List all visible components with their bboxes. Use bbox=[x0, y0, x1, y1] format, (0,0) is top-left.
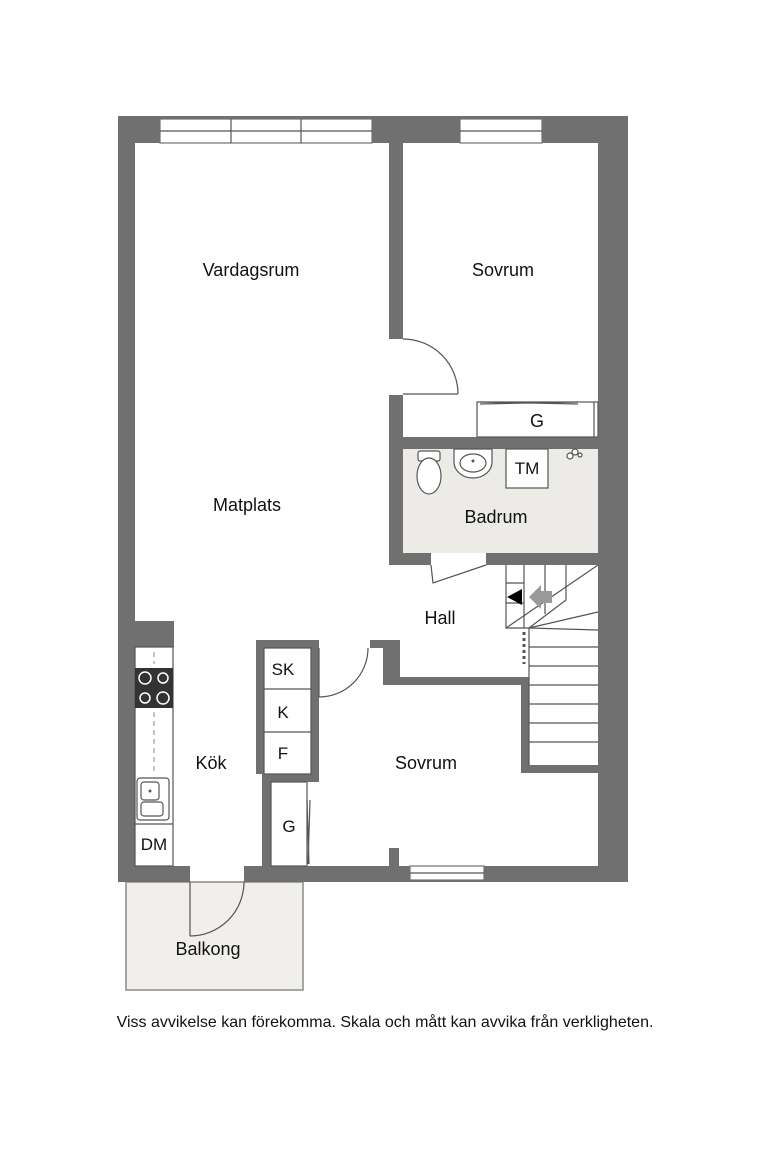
disclaimer-text: Viss avvikelse kan förekomma. Skala och … bbox=[116, 1014, 654, 1031]
dm-label: DM bbox=[141, 835, 167, 854]
stair-direction-arrow-icon bbox=[507, 585, 552, 609]
staircase bbox=[505, 564, 599, 765]
wardrobe-top bbox=[476, 401, 599, 438]
sovrum-bottom-label: Sovrum bbox=[395, 753, 457, 773]
kitchen-sink-icon bbox=[136, 777, 170, 821]
sovrum-top-label: Sovrum bbox=[472, 260, 534, 280]
floor-plan: Vardagsrum Sovrum G TM Badrum Matplats H… bbox=[118, 116, 628, 991]
interior-walls bbox=[135, 143, 598, 866]
balcony-floor bbox=[125, 881, 304, 991]
windows bbox=[159, 118, 543, 881]
k-label: K bbox=[277, 703, 289, 722]
stove-icon bbox=[135, 668, 173, 708]
balkong-label: Balkong bbox=[175, 939, 240, 959]
doors bbox=[189, 338, 487, 937]
matplats-label: Matplats bbox=[213, 495, 281, 515]
sk-label: SK bbox=[272, 660, 295, 679]
tm-label: TM bbox=[515, 459, 540, 478]
sink-icon bbox=[453, 448, 493, 479]
wardrobe-bottom bbox=[270, 781, 311, 867]
toilet-icon bbox=[416, 450, 442, 495]
kok-label: Kök bbox=[195, 753, 227, 773]
garderob-top-label: G bbox=[530, 411, 544, 431]
garderob-bottom-label: G bbox=[282, 817, 295, 836]
closets bbox=[263, 647, 312, 775]
hall-label: Hall bbox=[424, 608, 455, 628]
shower-icon bbox=[566, 448, 583, 460]
washing-machine-box bbox=[505, 448, 549, 489]
f-label: F bbox=[278, 744, 288, 763]
vardagsrum-label: Vardagsrum bbox=[203, 260, 300, 280]
badrum-label: Badrum bbox=[464, 507, 527, 527]
